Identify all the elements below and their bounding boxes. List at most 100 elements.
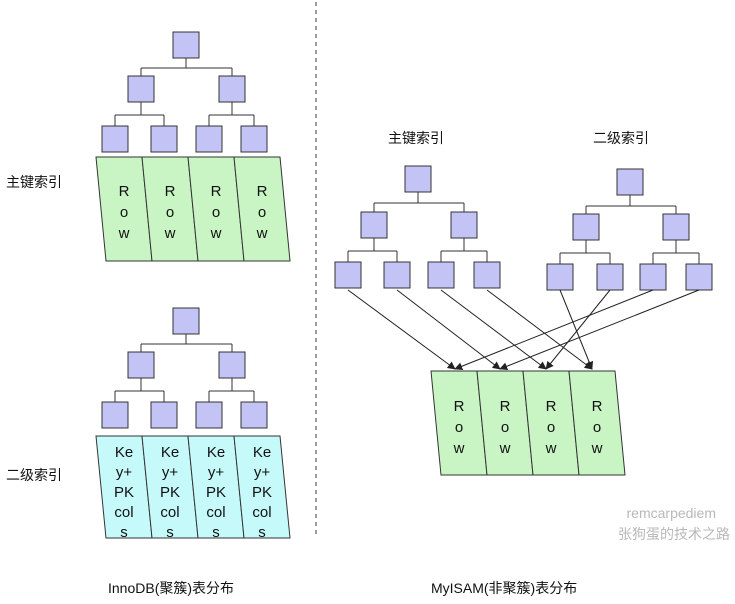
innodb-secondary-row-cell-text: PK [114,484,134,501]
myisam-data-row-cell-text: o [547,419,555,436]
myisam-data-row-cell-text: R [546,398,557,415]
myisam-pointer-arrow [559,289,594,370]
myisam-primary-root-node [404,165,432,193]
myisam-data-row-cell-text: w [591,440,603,457]
innodb-primary-internal-node [127,75,155,103]
innodb-primary-row-cell-text: R [211,183,222,200]
innodb-secondary-index-tree [101,307,268,429]
myisam-primary-leaf-node [383,261,411,289]
innodb-secondary-row-cell-text: PK [160,484,180,501]
innodb-secondary-row-cell-text: y+ [162,464,179,481]
innodb-primary-index-tree [101,31,268,153]
innodb-primary-leaf-node [195,125,223,153]
innodb-secondary-leaf-node [150,401,178,429]
myisam-data-row-cell-text: w [545,440,557,457]
innodb-primary-row-cell-text: w [210,225,222,242]
watermark-line-2: 张狗蛋的技术之路 [618,526,730,542]
myisam-pointer-arrow [396,289,501,370]
innodb-secondary-row-cell-text: Ke [115,444,133,461]
myisam-caption: MyISAM(非聚簇)表分布 [431,580,577,596]
innodb-secondary-row-cell-text: Ke [161,444,179,461]
myisam-pointer-arrow [486,289,593,370]
innodb-caption: InnoDB(聚簇)表分布 [108,580,234,596]
innodb-secondary-row-cell-text: y+ [254,464,271,481]
myisam-pointer-arrow [454,289,654,371]
myisam-secondary-root-node [616,168,644,196]
myisam-pointer-arrow [347,289,456,370]
myisam-data-row-cell-text: w [453,440,465,457]
innodb-secondary-leaf-rows: Ke y+ PK col s Ke y+ PK col s Ke y+ PK col s Ke y+ PK col s [95,435,291,541]
myisam-data-row-cell-text: o [455,419,463,436]
innodb-secondary-leaf-node [195,401,223,429]
myisam-data-row-cell-text: R [500,398,511,415]
innodb-primary-row-cell-text: R [257,183,268,200]
myisam-data-row-cell [568,370,626,476]
innodb-primary-row-cell-text: R [165,183,176,200]
myisam-pointer-arrow [545,289,611,370]
innodb-secondary-row-cell-text: s [120,524,128,541]
innodb-primary-row-cell-text: w [256,225,268,242]
innodb-primary-row-cell-text: o [120,204,128,221]
innodb-secondary-row-cell-text: col [252,504,271,521]
innodb-primary-leaf-node [150,125,178,153]
innodb-secondary-internal-node [218,351,246,379]
myisam-secondary-index-label: 二级索引 [593,130,649,147]
myisam-secondary-leaf-node [546,263,574,291]
myisam-secondary-internal-node [572,213,600,241]
innodb-secondary-row-cell-text: Ke [253,444,271,461]
myisam-data-row-cell-text: R [592,398,603,415]
myisam-pointer-arrow [499,289,700,371]
myisam-primary-internal-node [360,211,388,239]
innodb-secondary-row-cell-text: col [114,504,133,521]
myisam-secondary-internal-node [662,213,690,241]
innodb-primary-row-cell-text: o [166,204,174,221]
myisam-secondary-leaf-node [639,263,667,291]
innodb-secondary-row-cell-text: col [206,504,225,521]
myisam-primary-index-tree [334,165,501,289]
watermark-line-1: remcarpediem [627,505,716,521]
myisam-primary-leaf-node [334,261,362,289]
myisam-primary-index-label: 主键索引 [388,130,444,147]
innodb-secondary-index-label: 二级索引 [6,467,62,484]
innodb-primary-leaf-node [101,125,129,153]
myisam-primary-leaf-node [427,261,455,289]
innodb-secondary-row-cell-text: s [258,524,266,541]
innodb-primary-index-label: 主键索引 [6,174,62,191]
innodb-secondary-row-cell-text: Ke [207,444,225,461]
innodb-primary-row-cell-text: w [164,225,176,242]
innodb-primary-root-node [172,31,200,59]
innodb-primary-row-cell [233,156,291,262]
myisam-data-row-cell-text: o [593,419,601,436]
innodb-primary-row-cell-text: w [118,225,130,242]
myisam-pointer-arrow [440,289,547,370]
innodb-primary-row-cell-text: o [258,204,266,221]
innodb-primary-internal-node [218,75,246,103]
innodb-secondary-row-cell-text: y+ [116,464,133,481]
innodb-primary-row-cell-text: R [119,183,130,200]
innodb-secondary-row-cell-text: col [160,504,179,521]
innodb-secondary-row-cell-text: s [212,524,220,541]
myisam-data-row-cell-text: w [499,440,511,457]
innodb-secondary-leaf-node [240,401,268,429]
innodb-secondary-row-cell [233,435,291,539]
myisam-data-row-cell-text: R [454,398,465,415]
innodb-primary-leaf-node [240,125,268,153]
innodb-secondary-row-cell-text: PK [252,484,272,501]
innodb-secondary-row-cell-text: s [166,524,174,541]
myisam-secondary-leaf-node [685,263,713,291]
myisam-secondary-index-tree [546,168,713,291]
innodb-secondary-root-node [172,307,200,335]
innodb-primary-row-cell-text: o [212,204,220,221]
myisam-pointer-arrows [347,289,700,371]
myisam-secondary-leaf-node [596,263,624,291]
myisam-primary-internal-node [450,211,478,239]
innodb-secondary-internal-node [127,351,155,379]
myisam-data-row-cell-text: o [501,419,509,436]
innodb-secondary-leaf-node [101,401,129,429]
innodb-secondary-row-cell-text: y+ [208,464,225,481]
myisam-primary-leaf-node [473,261,501,289]
innodb-secondary-row-cell-text: PK [206,484,226,501]
